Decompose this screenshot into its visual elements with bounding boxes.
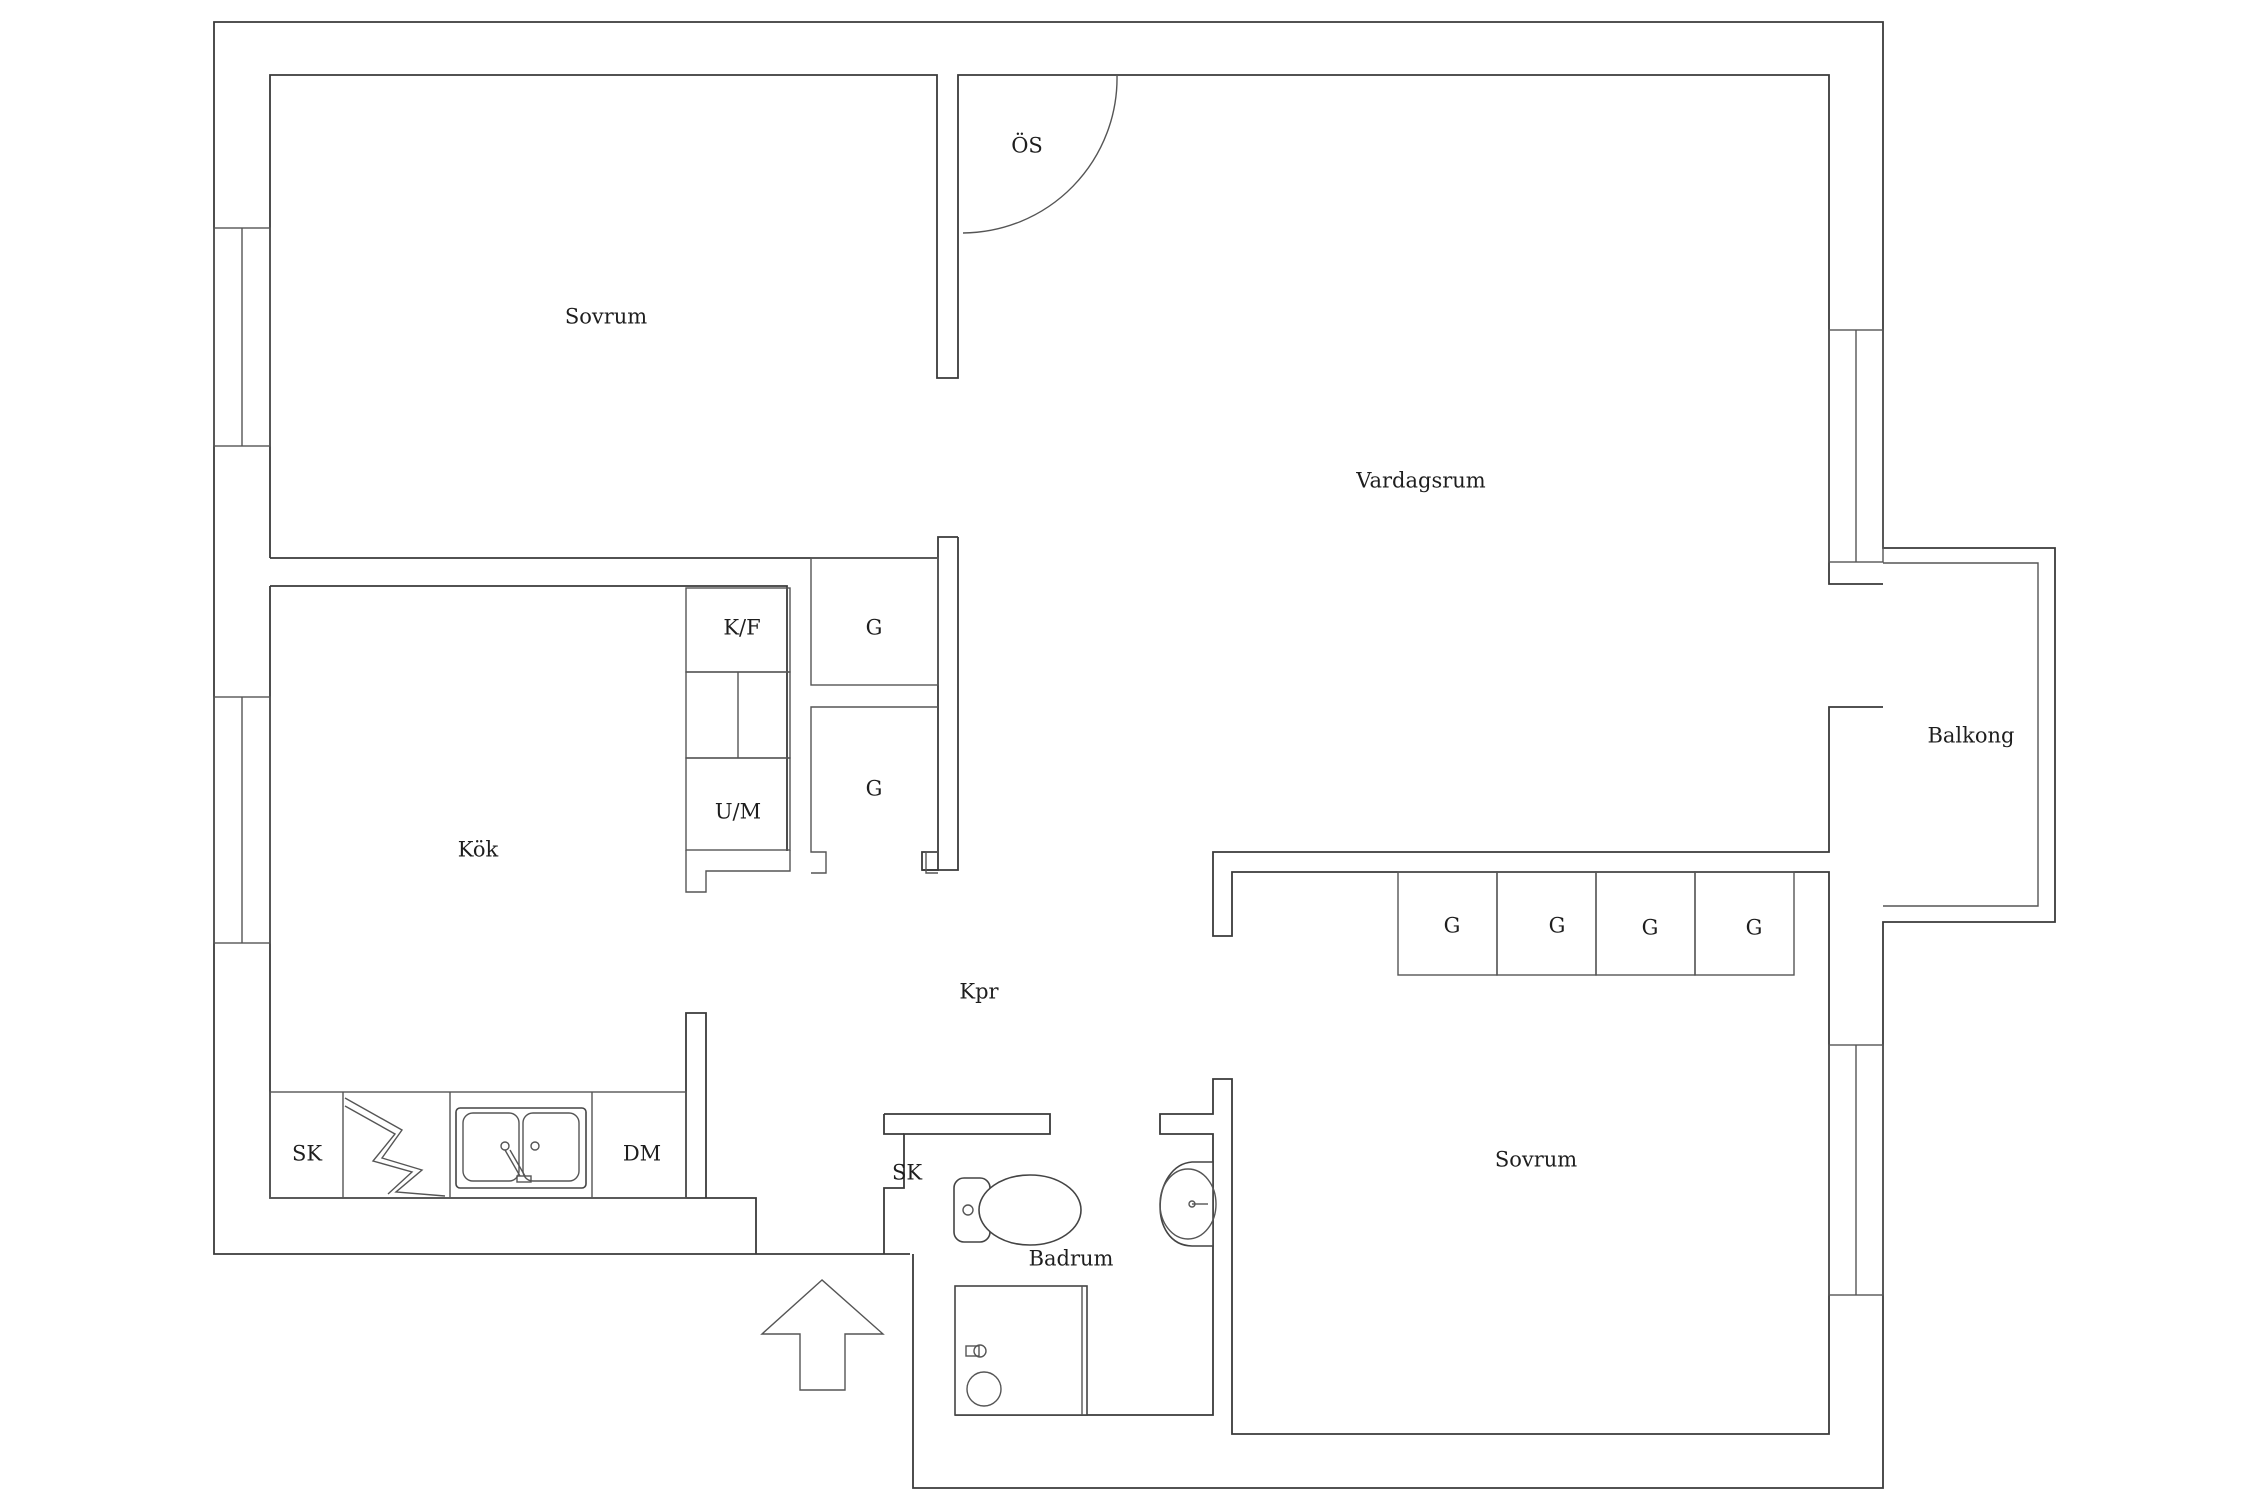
fixture-label-kf: K/F	[723, 616, 760, 640]
room-label-sovrum-2: Sovrum	[1495, 1148, 1577, 1172]
room-label-sovrum-1: Sovrum	[565, 305, 647, 329]
fixture-label-g-bed-3: G	[1642, 916, 1659, 940]
kitchen-counter	[269, 1091, 687, 1199]
fixture-label-g-hall-upper: G	[866, 616, 883, 640]
balcony	[1883, 562, 2039, 907]
windows	[213, 227, 1884, 1296]
room-label-vardagsrum: Vardagsrum	[1355, 469, 1486, 493]
room-label-balkong: Balkong	[1927, 724, 2014, 748]
fixture-label-g-bed-2: G	[1549, 914, 1566, 938]
fixture-label-dm: DM	[623, 1142, 661, 1166]
room-label-badrum: Badrum	[1029, 1247, 1114, 1271]
shower-icon	[954, 1285, 1088, 1416]
stove-icon	[344, 1097, 446, 1197]
fixture-label-um: U/M	[715, 800, 761, 824]
room-label-kpr: Kpr	[959, 980, 999, 1004]
entrance-arrow-icon	[760, 1279, 885, 1391]
double-sink-icon	[455, 1107, 587, 1189]
room-label-kok: Kök	[458, 838, 499, 862]
bedroom-wardrobes	[1397, 871, 1795, 976]
os-wardrobe-swing	[962, 74, 1118, 234]
outer-walls	[213, 21, 2056, 1489]
toilet-icon	[953, 1174, 1082, 1246]
fixture-labels: K/F U/M G G G G G G SK DM SK	[292, 616, 1762, 1185]
fixture-label-g-bed-4: G	[1746, 916, 1763, 940]
fixture-label-g-hall-lower: G	[866, 777, 883, 801]
fixture-label-os: ÖS	[1011, 133, 1043, 158]
fixture-label-g-bed-1: G	[1444, 914, 1461, 938]
fixture-label-sk-kitchen: SK	[292, 1142, 322, 1166]
room-labels: Sovrum Vardagsrum Kök Kpr Balkong Badrum…	[458, 133, 2015, 1271]
washbasin-icon	[1159, 1161, 1217, 1247]
fixture-label-sk-hall: SK	[892, 1161, 922, 1185]
kitchen-cabinets	[685, 587, 791, 893]
hall-wardrobes	[810, 557, 939, 874]
